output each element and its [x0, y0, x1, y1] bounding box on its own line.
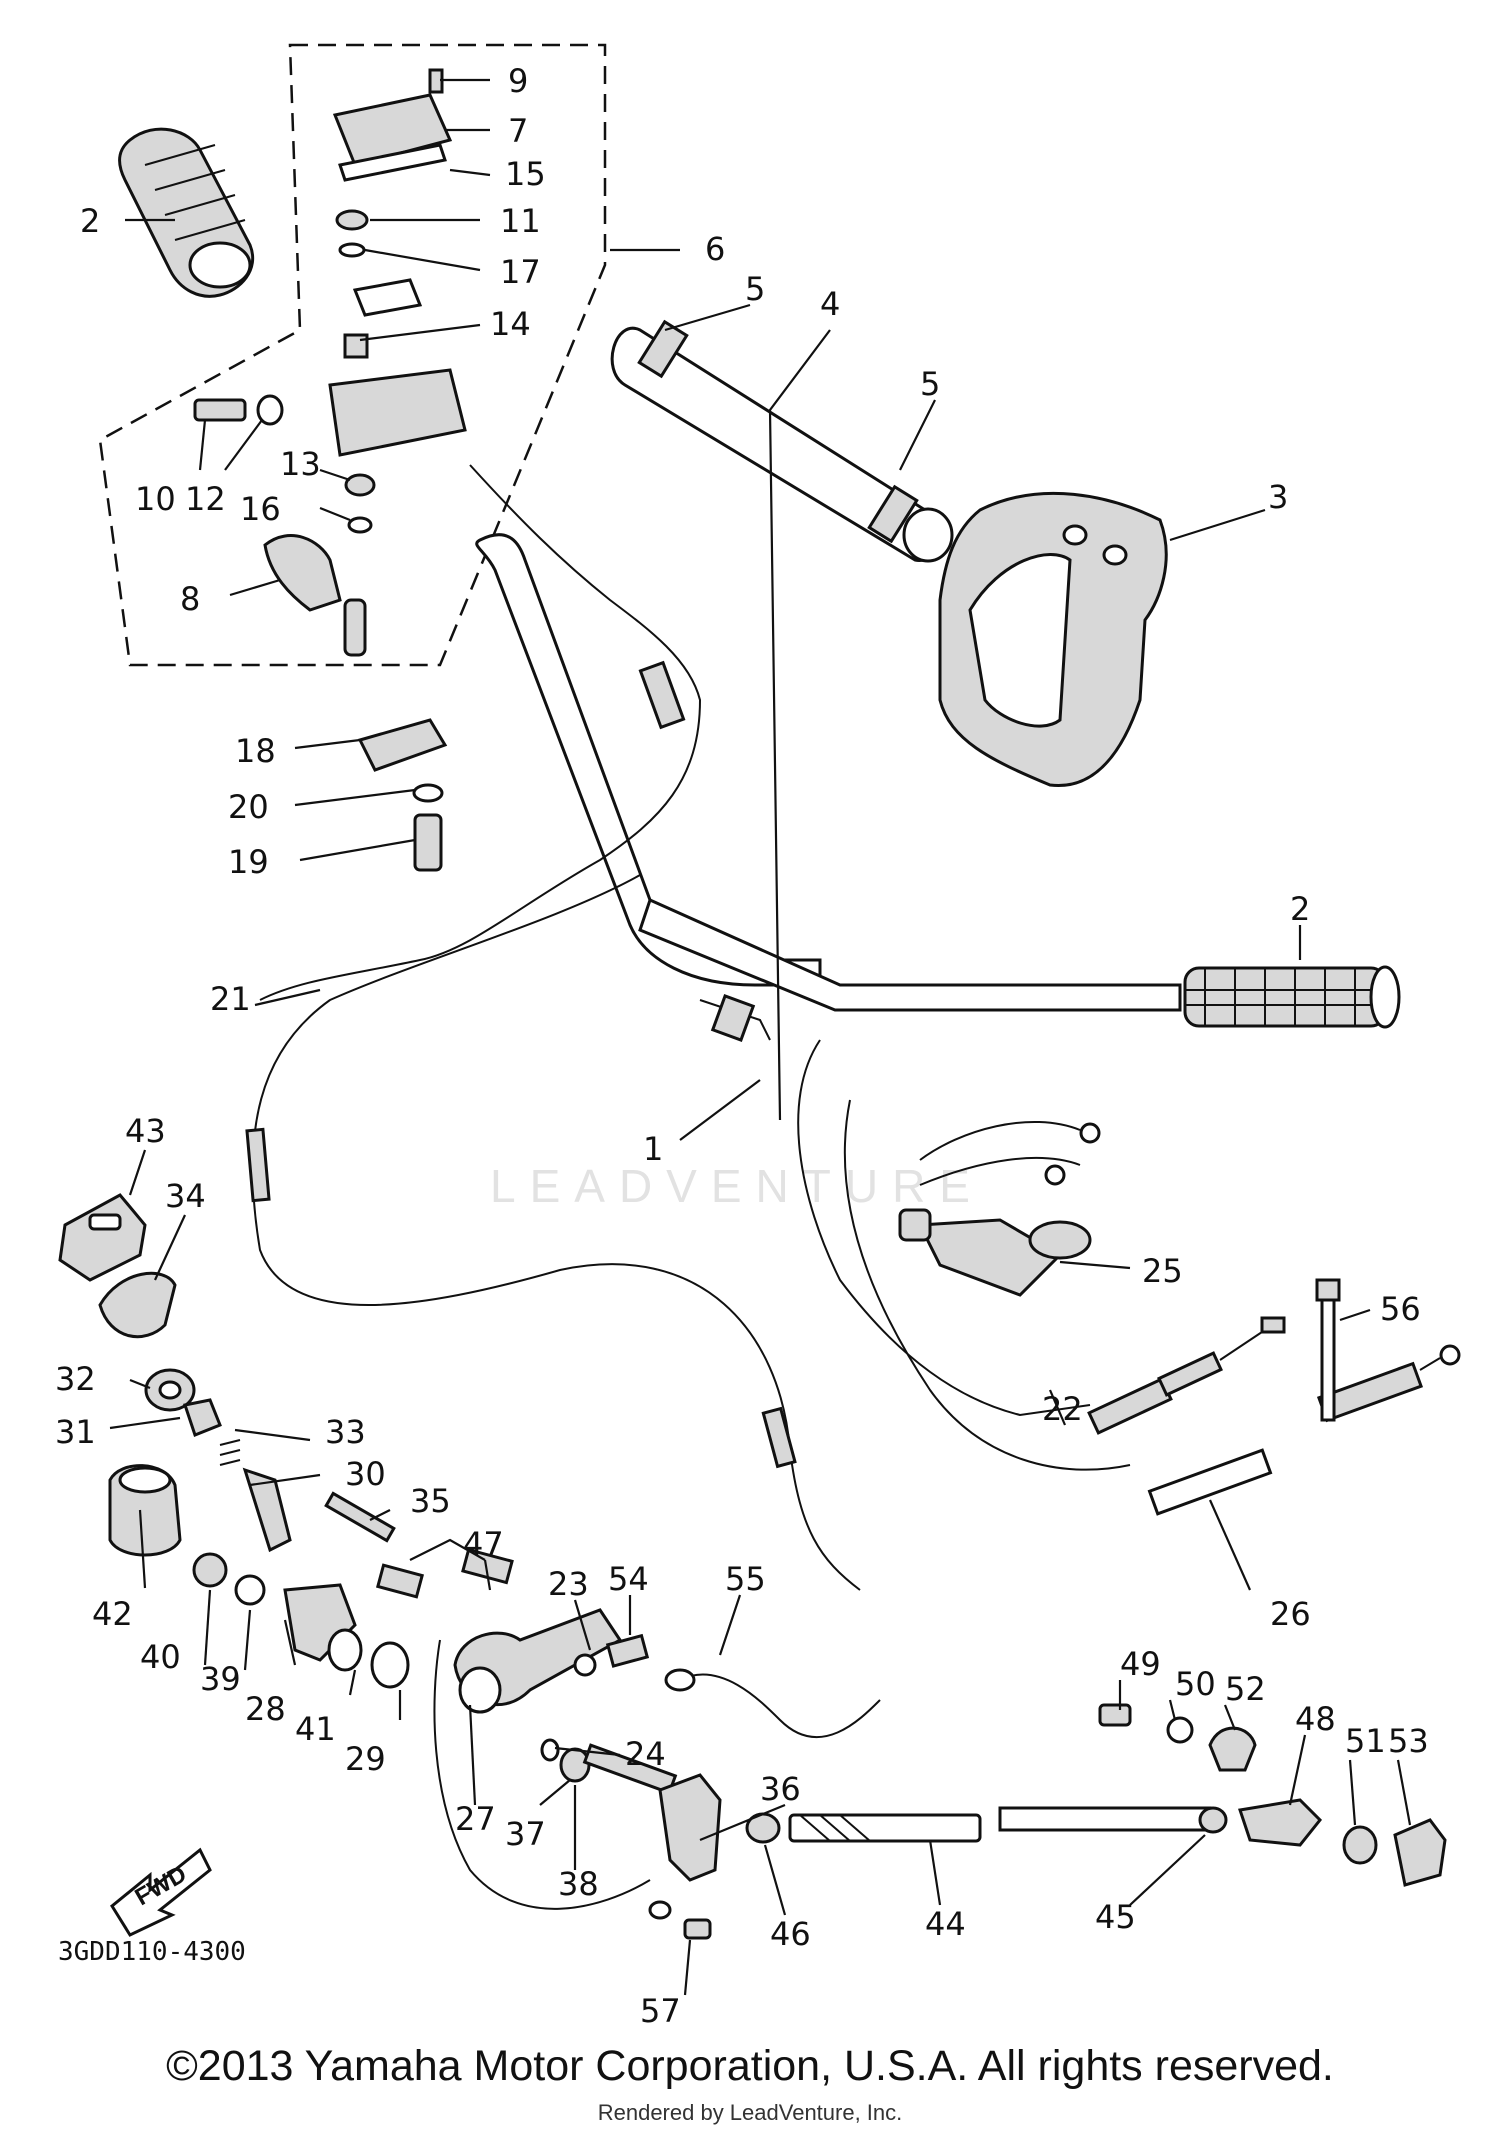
callout-20: 20 [228, 788, 269, 826]
left-small-parts [58, 1193, 410, 1689]
linkage-rod [648, 1703, 1447, 1940]
cable-tie [1315, 1278, 1341, 1422]
callout-39: 39 [200, 1660, 241, 1698]
callout-52: 52 [1225, 1670, 1266, 1708]
callout-2-left: 2 [80, 202, 100, 240]
callout-38: 38 [558, 1865, 599, 1903]
handlebar [475, 533, 1182, 1042]
callouts: 9 7 15 11 17 6 14 2 10 12 13 16 8 5 4 5 … [55, 62, 1429, 2030]
callout-21: 21 [210, 980, 251, 1018]
throttle-cable [259, 464, 702, 1001]
callout-24: 24 [625, 1735, 666, 1773]
callout-9: 9 [508, 62, 528, 100]
callout-50: 50 [1175, 1665, 1216, 1703]
callout-11: 11 [500, 202, 541, 240]
callout-16: 16 [240, 490, 281, 528]
callout-43: 43 [125, 1112, 166, 1150]
rendered-by-notice: Rendered by LeadVenture, Inc. [597, 2100, 903, 2125]
callout-45: 45 [1095, 1898, 1136, 1936]
callout-15: 15 [505, 155, 546, 193]
callout-56: 56 [1380, 1290, 1421, 1328]
callout-32: 32 [55, 1360, 96, 1398]
callout-7: 7 [508, 112, 528, 150]
callout-53: 53 [1388, 1722, 1429, 1760]
copyright-notice: ©2013 Yamaha Motor Corporation, U.S.A. A… [166, 2042, 1334, 2090]
cable-26 [843, 1099, 1131, 1471]
wire-lead [605, 1633, 881, 1739]
callout-19: 19 [228, 843, 269, 881]
callout-34: 34 [165, 1177, 206, 1215]
callout-37: 37 [505, 1815, 546, 1853]
callout-14: 14 [490, 305, 531, 343]
callout-13: 13 [280, 445, 321, 483]
lever-assembly [375, 1547, 722, 1910]
watermark: LEADVENTURE [490, 1160, 984, 1212]
callout-12: 12 [185, 480, 226, 518]
part-code: 3GDD110-4300 [58, 1937, 246, 1967]
callout-25: 25 [1142, 1252, 1183, 1290]
clamp-bracket [357, 718, 448, 872]
callout-30: 30 [345, 1455, 386, 1493]
callout-47: 47 [463, 1525, 504, 1563]
callout-27: 27 [455, 1800, 496, 1838]
callout-55: 55 [725, 1560, 766, 1598]
callout-36: 36 [760, 1770, 801, 1808]
callout-10: 10 [135, 480, 176, 518]
callout-48: 48 [1295, 1700, 1336, 1738]
callout-49: 49 [1120, 1645, 1161, 1683]
callout-51: 51 [1345, 1722, 1386, 1760]
callout-29: 29 [345, 1740, 386, 1778]
callout-35: 35 [410, 1482, 451, 1520]
callout-41: 41 [295, 1710, 336, 1748]
callout-5-right: 5 [920, 365, 940, 403]
left-grip [118, 127, 255, 298]
callout-22: 22 [1042, 1390, 1083, 1428]
callout-1: 1 [643, 1130, 663, 1168]
callout-54: 54 [608, 1560, 649, 1598]
callout-33: 33 [325, 1413, 366, 1451]
callout-40: 40 [140, 1638, 181, 1676]
callout-23: 23 [548, 1565, 589, 1603]
fwd-arrow: FWD [110, 1847, 212, 1937]
callout-57: 57 [640, 1992, 681, 2030]
callout-44: 44 [925, 1905, 966, 1943]
callout-17: 17 [500, 253, 541, 291]
callout-6: 6 [705, 230, 725, 268]
handlebar-pad [610, 319, 954, 563]
callout-4: 4 [820, 285, 840, 323]
callout-42: 42 [92, 1595, 133, 1633]
callout-18: 18 [235, 732, 276, 770]
switch-25 [898, 1208, 1092, 1297]
handlebar-cover [938, 491, 1168, 788]
cable-22 [797, 1039, 1091, 1417]
leader-lines [109, 78, 1412, 1996]
callout-8: 8 [180, 580, 200, 618]
assembly-boundary [98, 43, 607, 667]
callout-28: 28 [245, 1690, 286, 1728]
callout-5-left: 5 [745, 270, 765, 308]
callout-26: 26 [1270, 1595, 1311, 1633]
right-grip [1183, 965, 1401, 1029]
callout-31: 31 [55, 1413, 96, 1451]
callout-46: 46 [770, 1915, 811, 1953]
throttle-assembly [193, 68, 467, 657]
cable-22-adjuster [1087, 1316, 1286, 1435]
callout-3: 3 [1268, 478, 1288, 516]
callout-2-right: 2 [1290, 890, 1310, 928]
